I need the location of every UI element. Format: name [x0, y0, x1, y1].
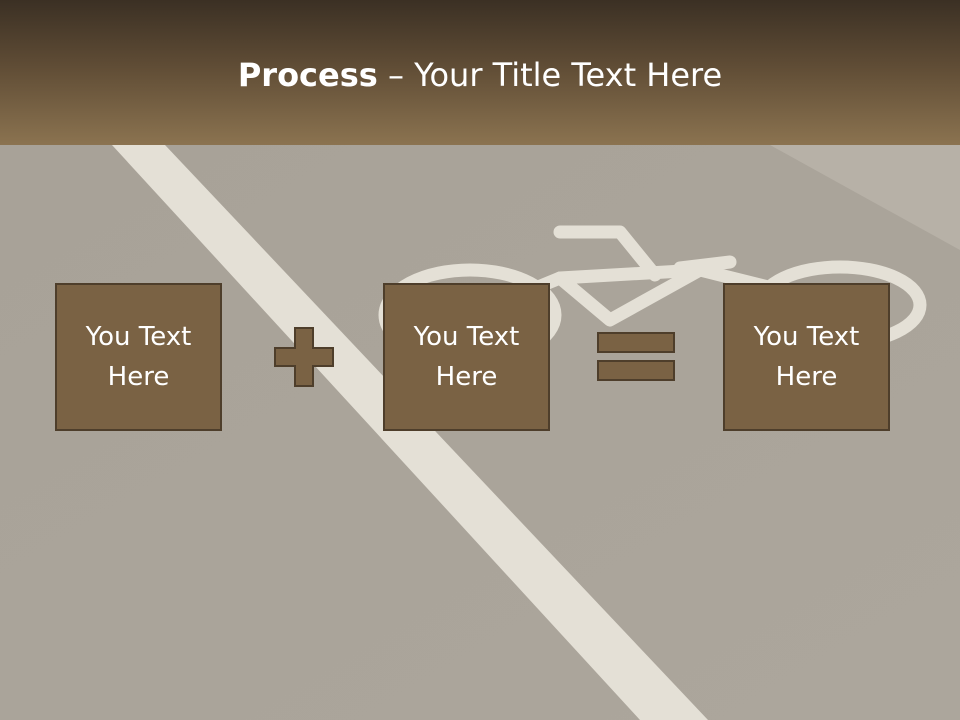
lane-line: [112, 145, 708, 720]
title-rest: – Your Title Text Here: [377, 56, 723, 94]
bike-lane-background: [0, 145, 960, 720]
process-box-2-label: You Text Here: [413, 322, 520, 392]
process-box-2: You Text Here: [383, 283, 550, 431]
process-box-1: You Text Here: [55, 283, 222, 431]
process-box-1-label: You Text Here: [85, 322, 192, 392]
process-box-3-label: You Text Here: [753, 322, 860, 392]
equals-icon: [597, 332, 675, 381]
process-box-3: You Text Here: [723, 283, 890, 431]
title-bar: Process – Your Title Text Here: [0, 0, 960, 145]
slide-title: Process – Your Title Text Here: [0, 54, 960, 96]
plus-icon: [274, 327, 334, 387]
title-bold: Process: [237, 56, 378, 94]
